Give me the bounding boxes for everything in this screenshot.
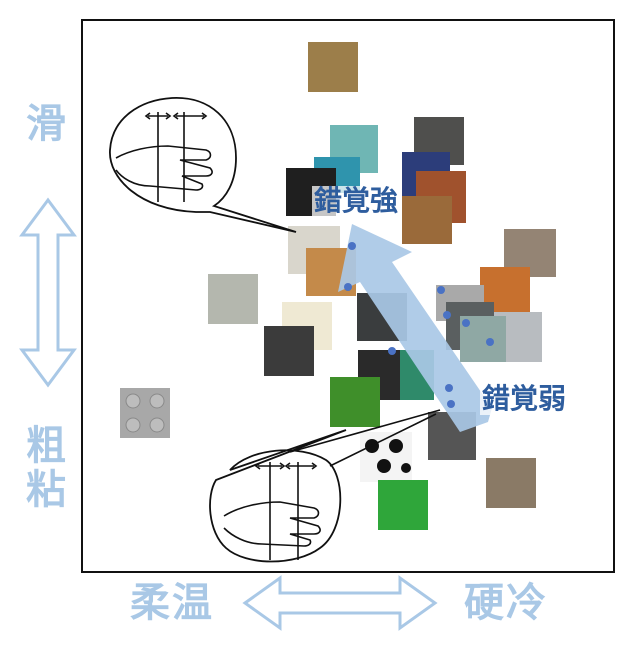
axis-label-hard-cold: 硬冷: [464, 580, 548, 626]
vertical-double-arrow: [19, 197, 77, 388]
measurement-dot: [462, 319, 470, 327]
sample-granite: [486, 458, 536, 508]
measurement-dot: [443, 311, 451, 319]
sample-green-grass: [330, 377, 380, 427]
sample-polka-dots: [360, 432, 412, 482]
measurement-dot: [445, 384, 453, 392]
measurement-dot: [344, 283, 352, 291]
illusion-gradient-arrow: [338, 224, 492, 432]
lego-stud: [149, 393, 165, 409]
measurement-dot: [437, 286, 445, 294]
finger-hand-illustration-strong: [115, 112, 213, 202]
dot-pattern-mark: [389, 439, 403, 453]
sample-tan-burlap: [308, 42, 358, 92]
finger-hand-illustration-weak: [223, 462, 321, 560]
dot-pattern-mark: [377, 459, 391, 473]
axis-label-soft-warm: 柔温: [130, 580, 214, 626]
callout-bubble-strong: [109, 97, 297, 233]
measurement-dot: [486, 338, 494, 346]
horizontal-double-arrow: [242, 575, 438, 631]
lego-stud: [125, 417, 141, 433]
lego-stud: [149, 417, 165, 433]
measurement-dot: [447, 400, 455, 408]
sample-green-bristle: [378, 480, 428, 530]
illusion-weak-label: 錯覚弱: [480, 382, 569, 415]
axis-label-smooth: 滑: [19, 102, 65, 146]
measurement-dot: [348, 242, 356, 250]
sample-grey-lego: [120, 388, 170, 438]
sample-brown-cork: [402, 196, 452, 244]
sample-marble-white: [208, 274, 258, 324]
axis-label-rough: 粗粘: [19, 424, 65, 512]
callout-pointer-weak-2: [329, 413, 437, 467]
lego-stud: [125, 393, 141, 409]
measurement-dot: [388, 347, 396, 355]
dot-pattern-mark: [401, 463, 411, 473]
callout-bubble-weak: [209, 429, 347, 563]
measurement-dots: [344, 242, 494, 408]
illusion-strong-label: 錯覚強: [312, 184, 401, 217]
callout-pointer-weak: [289, 409, 441, 453]
sample-pebbles: [264, 326, 314, 376]
